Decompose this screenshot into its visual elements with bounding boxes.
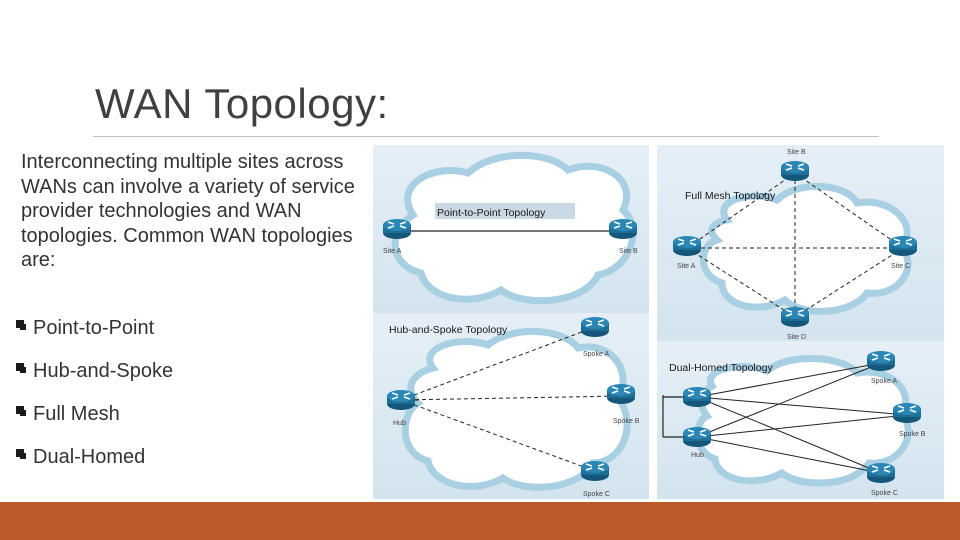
node-label: Spoke A <box>583 351 609 358</box>
full-mesh-svg: Full Mesh Topology Site A Site B Site C … <box>657 145 944 341</box>
checkbox-bullet-icon <box>16 406 29 419</box>
checkbox-bullet-icon <box>16 320 29 333</box>
full-mesh-diagram: Full Mesh Topology Site A Site B Site C … <box>657 145 944 341</box>
diagram-title: Point-to-Point Topology <box>437 207 546 219</box>
point-to-point-svg: Point-to-Point Topology Site A Site B <box>373 145 649 313</box>
point-to-point-diagram: Point-to-Point Topology Site A Site B <box>373 145 649 313</box>
router-icon <box>386 389 416 411</box>
node-label: Site B <box>787 149 806 156</box>
node-label: Site D <box>787 334 806 341</box>
router-icon <box>888 235 918 257</box>
intro-text: Interconnecting multiple sites across WA… <box>21 151 355 271</box>
list-item-label: Point-to-Point <box>33 316 155 339</box>
list-item-label: Full Mesh <box>33 402 120 425</box>
router-icon <box>606 383 636 405</box>
list-item-label: Dual-Homed <box>33 445 146 468</box>
hub-and-spoke-diagram: Hub-and-Spoke Topology Hub Spoke A Spoke… <box>373 313 649 499</box>
list-item: Dual-Homed <box>16 435 173 478</box>
node-label: Hub <box>393 420 406 427</box>
dual-homed-svg: Dual-Homed Topology Hub Spoke A Spoke B … <box>657 341 944 499</box>
node-label: Site C <box>891 263 910 270</box>
router-icon <box>382 218 412 240</box>
list-item: Hub-and-Spoke <box>16 349 173 392</box>
router-icon <box>866 462 896 484</box>
router-icon <box>580 460 610 482</box>
node-label: Spoke A <box>871 378 897 385</box>
slide-title: WAN Topology: <box>95 80 389 127</box>
hub-and-spoke-svg: Hub-and-Spoke Topology Hub Spoke A Spoke… <box>373 313 649 499</box>
checkbox-bullet-icon <box>16 449 29 462</box>
node-label: Spoke B <box>899 431 926 438</box>
node-label: Site A <box>383 248 402 255</box>
list-item: Full Mesh <box>16 392 173 435</box>
router-icon <box>682 386 712 408</box>
footer-accent-bar <box>0 502 960 540</box>
node-label: Hub <box>691 452 704 459</box>
dual-homed-diagram: Dual-Homed Topology Hub Spoke A Spoke B … <box>657 341 944 499</box>
router-icon <box>580 316 610 338</box>
title-divider <box>93 136 879 137</box>
router-icon <box>780 306 810 328</box>
checkbox-bullet-icon <box>16 363 29 376</box>
list-item: Point-to-Point <box>16 306 173 349</box>
router-icon <box>608 218 638 240</box>
diagram-title: Hub-and-Spoke Topology <box>389 324 508 336</box>
router-icon <box>780 160 810 182</box>
diagram-title: Dual-Homed Topology <box>669 362 773 374</box>
router-icon <box>892 402 922 424</box>
list-item-label: Hub-and-Spoke <box>33 359 174 382</box>
router-icon <box>682 426 712 448</box>
diagram-title: Full Mesh Topology <box>685 190 776 202</box>
node-label: Site A <box>677 263 696 270</box>
topology-list: Point-to-Point Hub-and-Spoke Full Mesh D… <box>16 306 173 478</box>
node-label: Site B <box>619 248 638 255</box>
router-icon <box>672 235 702 257</box>
node-label: Spoke B <box>613 418 640 425</box>
node-label: Spoke C <box>871 490 898 497</box>
router-icon <box>866 350 896 372</box>
node-label: Spoke C <box>583 491 610 498</box>
